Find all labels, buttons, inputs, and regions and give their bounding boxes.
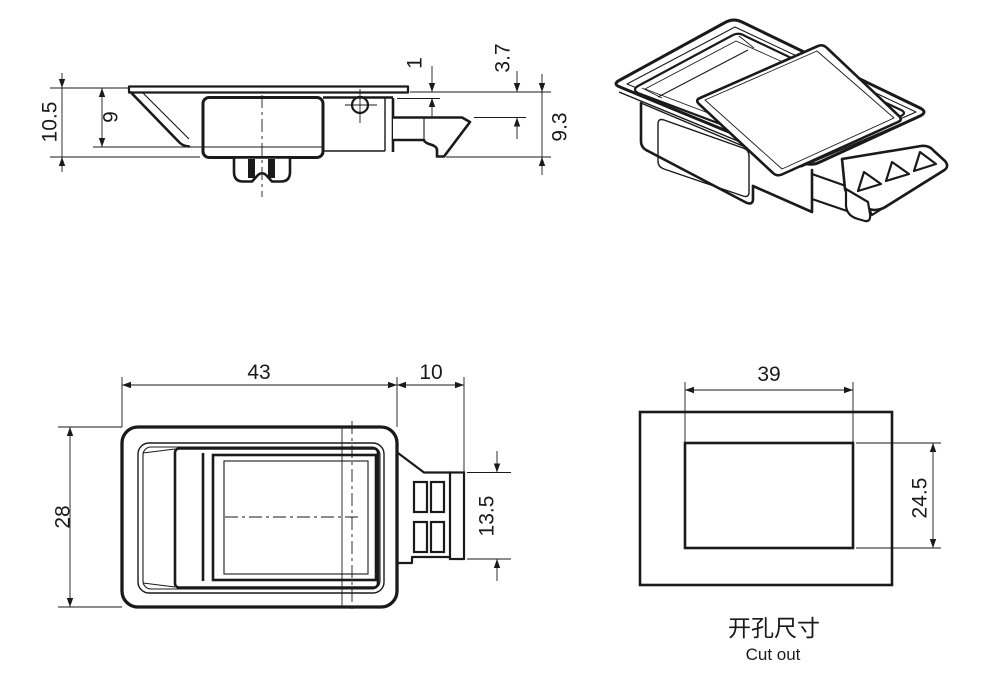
front-bolt-tooth-window <box>429 480 446 514</box>
iso-ramp-tooth <box>856 170 883 193</box>
front-bolt-tooth-window <box>412 480 429 514</box>
dim-pawl-bottom-offset: 9.3 <box>548 112 571 141</box>
front-bolt-tooth-window <box>429 520 446 554</box>
cutout-caption-zh: 开孔尺寸 <box>728 616 820 642</box>
dim-flange-gap: 1 <box>403 57 426 69</box>
iso-bolt-neck <box>811 172 851 214</box>
front-grip-lines <box>142 448 176 588</box>
flange-skirt-inner <box>142 92 190 140</box>
screw-hole-crosshair <box>345 89 377 123</box>
ext-line <box>58 426 122 608</box>
ext-line <box>856 442 941 549</box>
dim-pawl-top-offset: 3.7 <box>491 43 514 72</box>
front-paddle-face <box>223 460 369 575</box>
dim-cutout-width: 39 <box>757 363 780 386</box>
arrowheads-3-7 <box>513 83 521 127</box>
front-outer-body <box>120 425 399 609</box>
front-opening <box>173 447 380 589</box>
housing-edges <box>323 98 386 152</box>
flange-skirt-outer <box>129 91 191 148</box>
iso-ramp-tooth <box>884 160 911 183</box>
cutout-panel <box>638 410 894 587</box>
iso-paddle-inner-line <box>704 50 895 170</box>
cutout-hole <box>683 441 855 550</box>
front-recess-lip <box>142 446 381 590</box>
ext-line <box>121 377 465 472</box>
dim-cutout-height: 24.5 <box>908 478 931 519</box>
front-recess <box>137 442 385 594</box>
front-paddle <box>211 453 378 582</box>
latch-body-profile <box>201 96 325 159</box>
nut-divider <box>268 159 275 178</box>
front-bolt-plate <box>448 471 466 561</box>
arrowheads-1 <box>428 83 436 107</box>
dim-body-height: 9 <box>99 111 122 123</box>
ext-line <box>467 472 511 560</box>
flange-profile <box>127 85 410 94</box>
dim-latch-plate-height: 13.5 <box>475 496 498 537</box>
front-bolt-neck-bottom <box>395 555 452 565</box>
dim-latch-extension: 10 <box>419 361 442 384</box>
iso-body-bottom-edge <box>751 168 814 214</box>
iso-body-left-face <box>639 101 755 205</box>
iso-bolt-foot <box>844 187 872 223</box>
nut-divider <box>248 159 255 178</box>
iso-recess-floor-line <box>657 49 749 98</box>
iso-body-panel <box>657 118 750 198</box>
side-view: 10.5 9 1 3.7 9.3 <box>38 43 571 197</box>
dim-body-width: 43 <box>247 361 270 384</box>
cutout-view: 39 24.5 开孔尺寸 Cut out <box>638 363 941 664</box>
dim-overall-height: 10.5 <box>38 102 61 143</box>
front-bolt-neck-top <box>396 451 452 474</box>
iso-paddle <box>695 44 903 177</box>
iso-ramp-tooth <box>912 150 938 173</box>
pawl-profile <box>391 116 472 158</box>
cutout-caption-en: Cut out <box>746 645 801 664</box>
front-view: 43 10 28 13.5 <box>51 361 511 612</box>
dim-body-height: 28 <box>51 505 74 528</box>
front-bolt-tooth-window <box>412 520 429 554</box>
iso-view <box>614 18 949 223</box>
